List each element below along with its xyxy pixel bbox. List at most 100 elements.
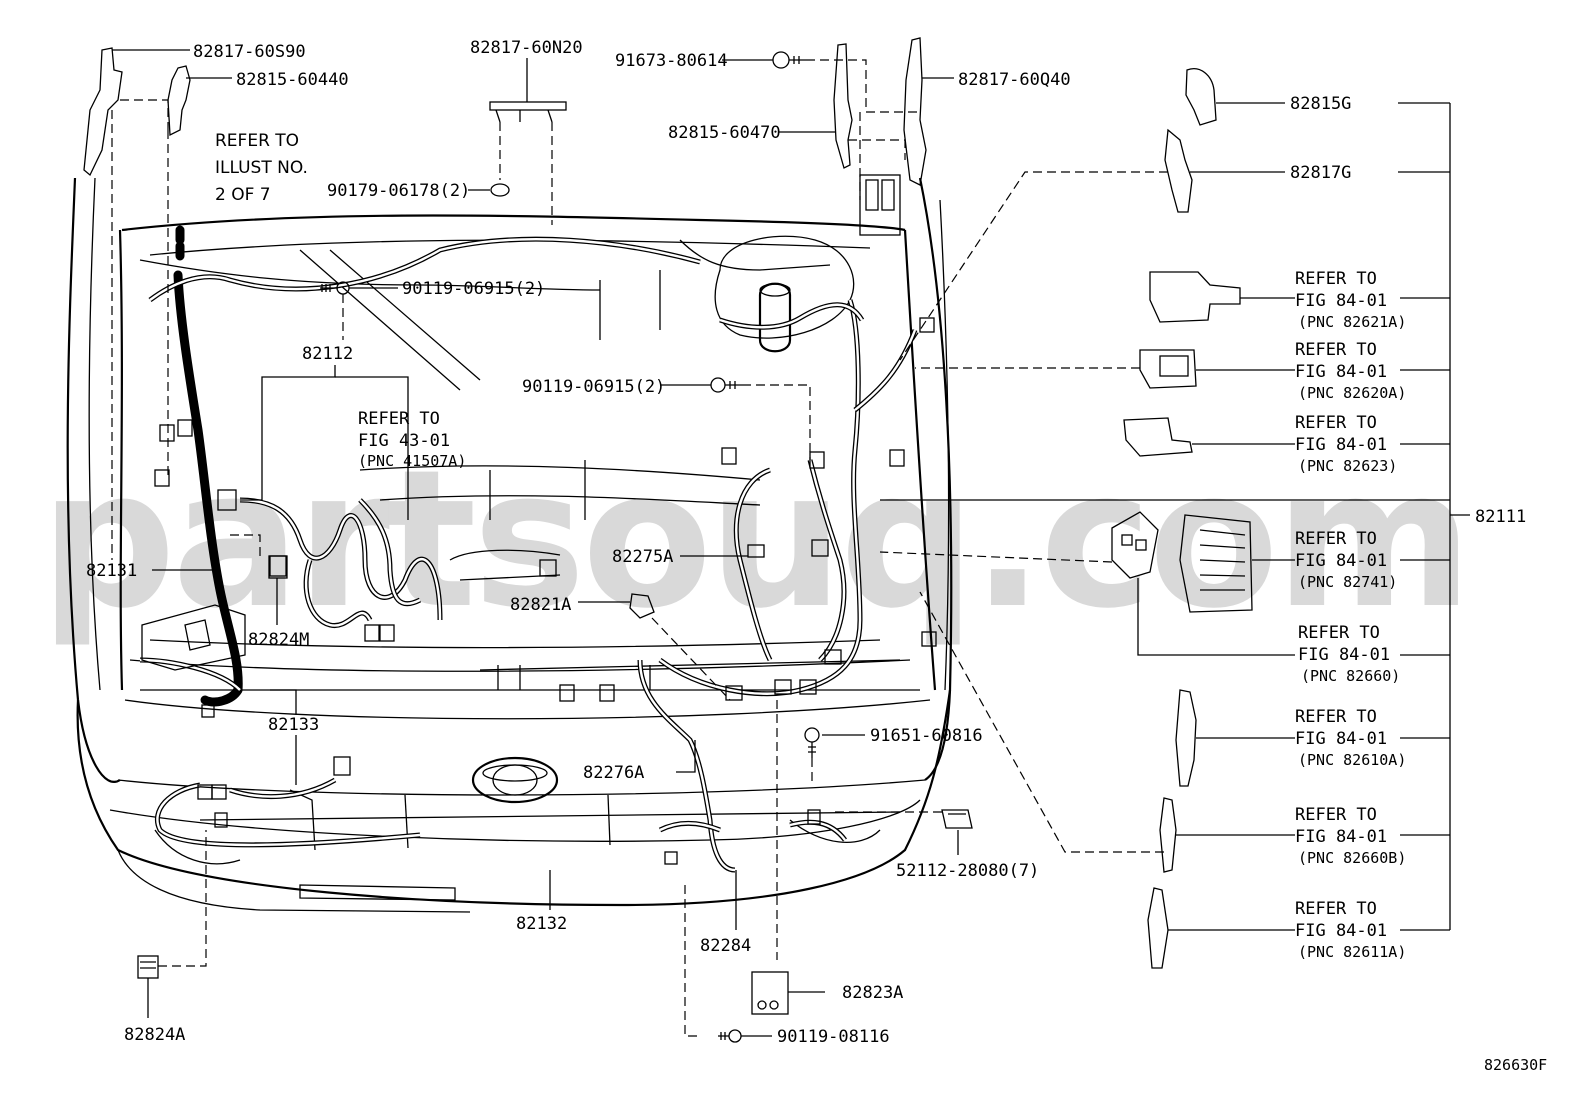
bracket-82817-60N20 [489, 101, 567, 123]
svg-text:FIG 84-01: FIG 84-01 [1295, 729, 1387, 749]
toyota-emblem [471, 756, 559, 804]
label-90179-06178: 90179-06178(2) [327, 181, 470, 201]
label-82131: 82131 [86, 561, 137, 581]
label-82815G: 82815G [1290, 94, 1351, 114]
connectors [154, 317, 937, 865]
label-82275A: 82275A [612, 547, 673, 567]
svg-text:(PNC 82741): (PNC 82741) [1298, 573, 1397, 591]
label-82111: 82111 [1475, 507, 1526, 527]
connector-82821A [629, 593, 655, 619]
label-82284: 82284 [700, 936, 751, 956]
svg-text:(PNC 82610A): (PNC 82610A) [1298, 751, 1406, 769]
connector-82824M [268, 555, 288, 579]
svg-text:(PNC 82660): (PNC 82660) [1301, 667, 1400, 685]
bracket-82817-60S90 [83, 47, 123, 177]
label-82824A: 82824A [124, 1025, 185, 1045]
refer-block-7: REFER TO FIG 84-01 (PNC 82660B) [1295, 805, 1406, 867]
label-82817-60S90: 82817-60S90 [193, 42, 306, 62]
svg-text:(PNC 41507A): (PNC 41507A) [358, 452, 466, 470]
svg-text:(PNC 82621A): (PNC 82621A) [1298, 313, 1406, 331]
connector-82823A [751, 971, 789, 1015]
refer-fig43-note: REFER TO FIG 43-01 (PNC 41507A) [358, 409, 466, 470]
clip-52112-28080 [941, 809, 973, 829]
svg-text:REFER TO: REFER TO [1298, 623, 1380, 643]
svg-text:REFER TO: REFER TO [358, 409, 440, 429]
svg-text:REFER TO: REFER TO [1295, 899, 1377, 919]
leader-lines [111, 49, 1470, 1037]
part-82623 [1123, 417, 1193, 457]
label-82817-60N20: 82817-60N20 [470, 38, 583, 58]
svg-text:FIG 43-01: FIG 43-01 [358, 431, 450, 451]
svg-text:FIG 84-01: FIG 84-01 [1295, 551, 1387, 571]
relay-block-top [859, 174, 901, 236]
svg-text:2 OF 7: 2 OF 7 [215, 185, 271, 205]
label-82276A: 82276A [583, 763, 644, 783]
label-82815-60470: 82815-60470 [668, 123, 781, 143]
svg-text:REFER TO: REFER TO [1295, 805, 1377, 825]
label-90119-08116: 90119-08116 [777, 1027, 890, 1047]
svg-text:(PNC 82620A): (PNC 82620A) [1298, 384, 1406, 402]
diagram-id: 826630F [1484, 1056, 1547, 1074]
bracket-82815-60470 [833, 43, 853, 169]
label-82823A: 82823A [842, 983, 903, 1003]
svg-text:REFER TO: REFER TO [1295, 340, 1377, 360]
label-82112: 82112 [302, 344, 353, 364]
part-82660 [1111, 511, 1159, 579]
svg-text:REFER TO: REFER TO [215, 131, 299, 151]
label-82815-60440: 82815-60440 [236, 70, 349, 90]
part-82660B [1159, 797, 1177, 873]
refer-block-6: REFER TO FIG 84-01 (PNC 82610A) [1295, 707, 1406, 769]
refer-block-8: REFER TO FIG 84-01 (PNC 82611A) [1295, 899, 1406, 961]
battery-bracket [141, 604, 246, 671]
refer-illust-note: REFER TO ILLUST NO. 2 OF 7 [215, 131, 308, 205]
bracket-82817-60Q40 [903, 37, 927, 186]
wire-harness [139, 225, 918, 873]
svg-text:FIG 84-01: FIG 84-01 [1295, 362, 1387, 382]
refer-block-1: REFER TO FIG 84-01 (PNC 82621A) [1295, 269, 1406, 331]
svg-text:FIG 84-01: FIG 84-01 [1298, 645, 1390, 665]
label-82824M: 82824M [248, 630, 309, 650]
part-82741 [1179, 514, 1253, 613]
refer-block-5: REFER TO FIG 84-01 (PNC 82660) [1298, 623, 1400, 685]
part-82611A [1147, 887, 1169, 969]
label-82817G: 82817G [1290, 163, 1351, 183]
svg-text:FIG 84-01: FIG 84-01 [1295, 291, 1387, 311]
part-labels: 82817-60S90 82815-60440 82817-60N20 9167… [86, 38, 1547, 1074]
svg-text:FIG 84-01: FIG 84-01 [1295, 827, 1387, 847]
svg-text:FIG 84-01: FIG 84-01 [1295, 435, 1387, 455]
svg-text:(PNC 82660B): (PNC 82660B) [1298, 849, 1406, 867]
part-82815G [1185, 68, 1217, 126]
part-82817G [1164, 128, 1193, 213]
svg-text:(PNC 82623): (PNC 82623) [1298, 457, 1397, 475]
label-82817-60Q40: 82817-60Q40 [958, 70, 1071, 90]
bolt-90119-06915-b [710, 377, 742, 393]
part-82621A [1149, 271, 1241, 323]
svg-text:REFER TO: REFER TO [1295, 707, 1377, 727]
bolt-91651-60816 [804, 727, 820, 758]
refer-block-3: REFER TO FIG 84-01 (PNC 82623) [1295, 413, 1397, 475]
svg-text:(PNC 82611A): (PNC 82611A) [1298, 943, 1406, 961]
svg-text:REFER TO: REFER TO [1295, 529, 1377, 549]
label-91673-80614: 91673-80614 [615, 51, 728, 71]
bracket-82815-60440 [167, 65, 191, 137]
part-82610A [1175, 689, 1197, 787]
label-82132: 82132 [516, 914, 567, 934]
label-82133: 82133 [268, 715, 319, 735]
clip-90179-06178 [490, 183, 510, 197]
svg-text:REFER TO: REFER TO [1295, 413, 1377, 433]
watermark: partsouq.com [40, 429, 1469, 650]
refer-block-2: REFER TO FIG 84-01 (PNC 82620A) [1295, 340, 1406, 402]
part-82620A [1139, 349, 1197, 389]
label-52112-28080: 52112-28080(7) [896, 861, 1039, 881]
bolt-91673-80614 [772, 51, 806, 69]
svg-text:ILLUST NO.: ILLUST NO. [215, 158, 308, 178]
label-82821A: 82821A [510, 595, 571, 615]
refer-block-4: REFER TO FIG 84-01 (PNC 82741) [1295, 529, 1397, 591]
connector-82824A [137, 955, 159, 979]
label-90119-06915-b: 90119-06915(2) [522, 377, 665, 397]
bolt-90119-08116 [718, 1029, 742, 1043]
label-91651-60816: 91651-60816 [870, 726, 983, 746]
label-90119-06915-a: 90119-06915(2) [402, 279, 545, 299]
